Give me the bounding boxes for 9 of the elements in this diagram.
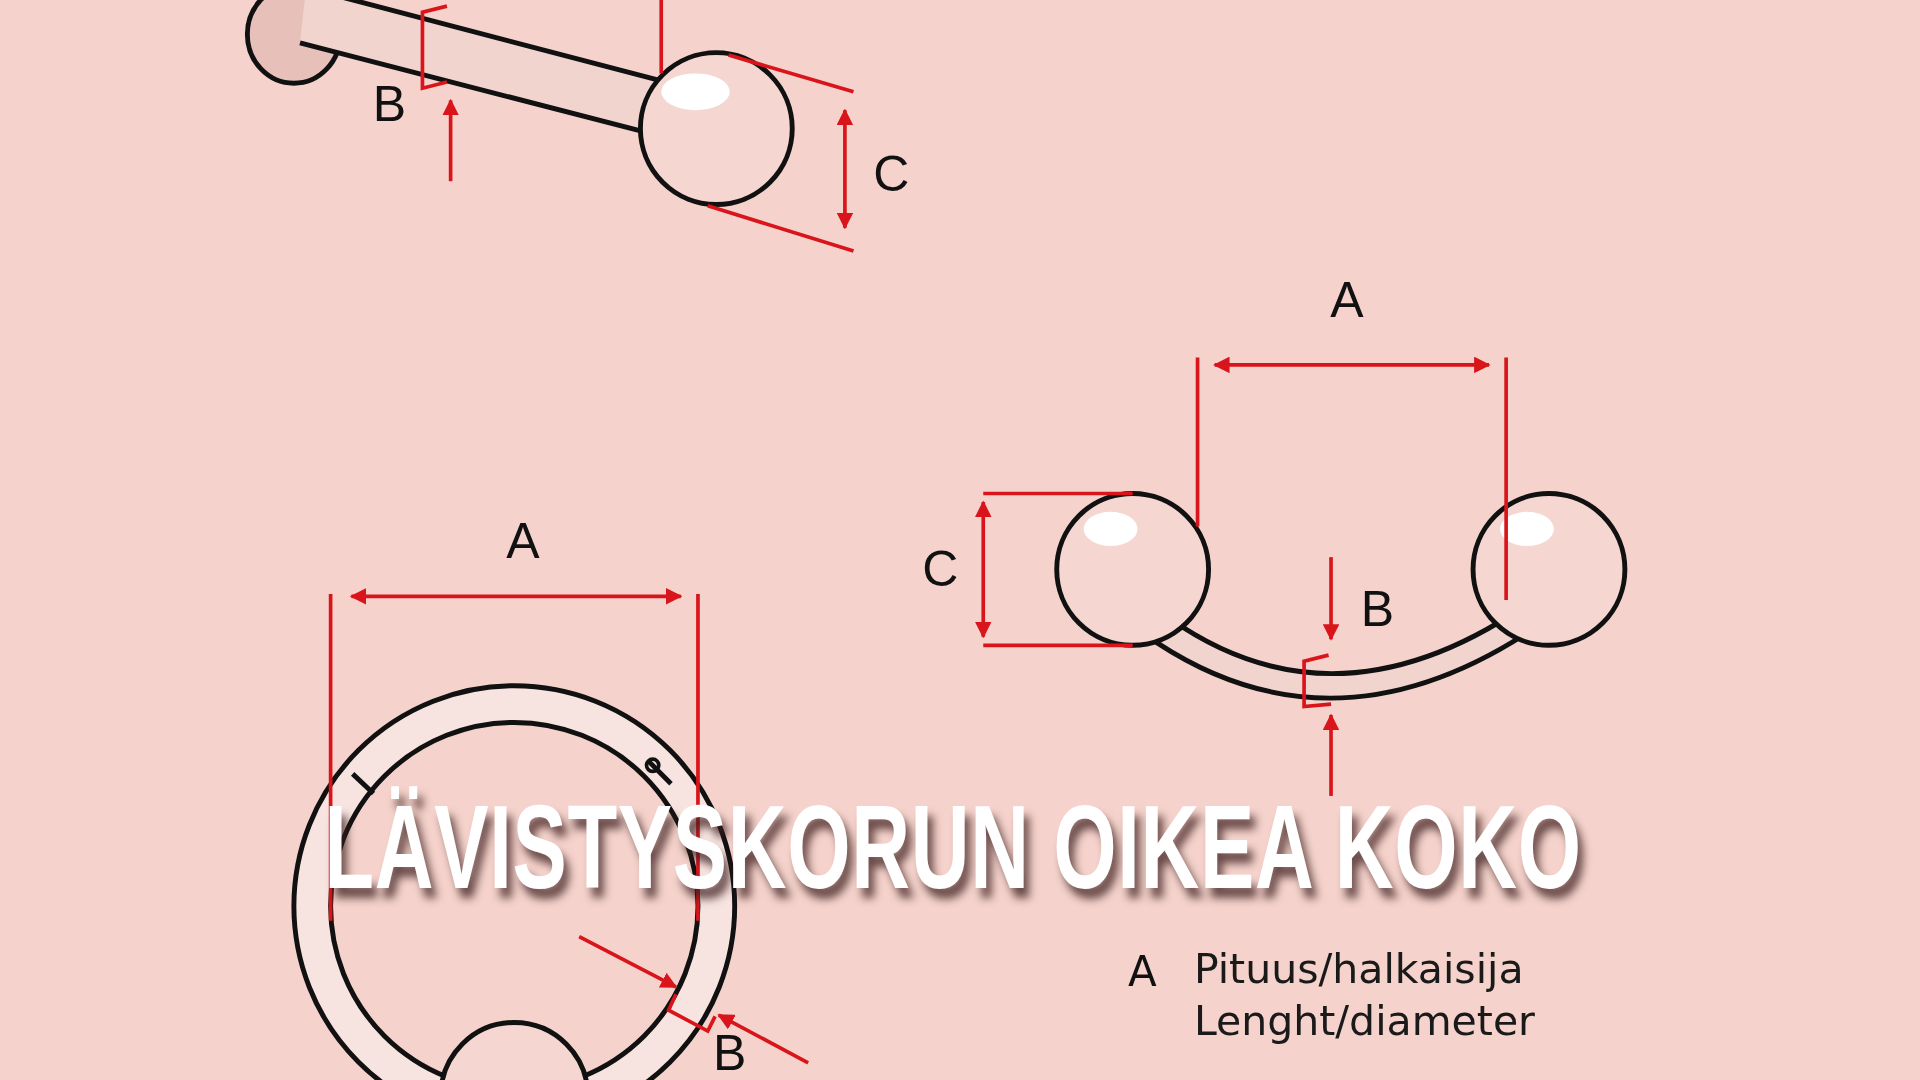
dimension-letter: C — [922, 540, 959, 599]
legend-description: Pituus/halkaisija Lenght/diameter — [1193, 943, 1536, 1047]
dimension-letter: C — [873, 144, 910, 203]
dimension-letter: B — [713, 1024, 747, 1080]
legend-letter: A — [1128, 946, 1157, 996]
dimension-letter: A — [506, 512, 540, 571]
dimension-letter: B — [1360, 579, 1395, 638]
dimension-letter: A — [1330, 271, 1364, 329]
dimension-letter: B — [372, 75, 407, 134]
